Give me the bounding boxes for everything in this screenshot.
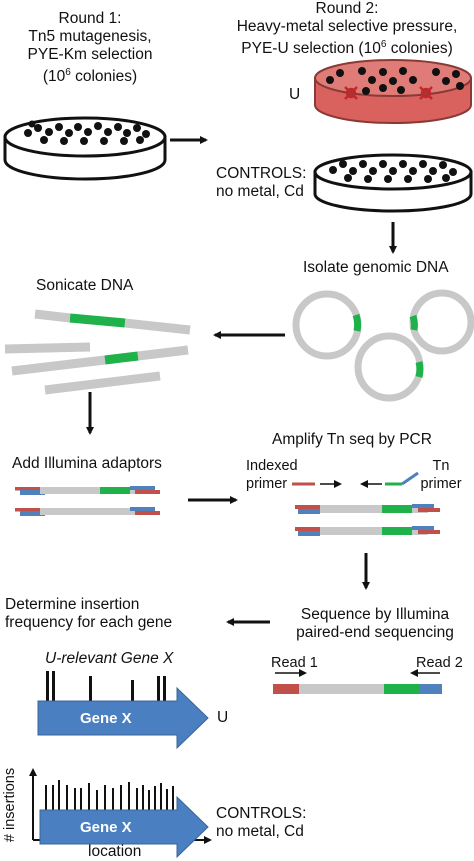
round1-colonies: (106 colonies) — [42, 67, 138, 86]
step-determine: Determine insertion frequency for each g… — [5, 596, 173, 631]
round1-heading: Round 1: Tn5 mutagenesis, PYE-Km selecti… — [10, 10, 170, 86]
round1-method: Tn5 mutagenesis, — [28, 28, 152, 45]
gene-x-arrow-u — [37, 686, 209, 750]
transposon-segments — [352, 313, 424, 378]
controls-top-label: CONTROLS: no metal, Cd — [216, 165, 307, 200]
u-insertion-ticks — [46, 671, 166, 701]
round2-selection: PYE-U selection (106 colonies) — [241, 39, 453, 58]
genomic-dna-circles — [292, 289, 474, 402]
round1-selection: PYE-Km selection — [27, 46, 153, 63]
round2-heading: Round 2: Heavy-metal selective pressure,… — [220, 0, 474, 58]
round2-u-dish — [314, 59, 472, 124]
pcr-products — [295, 504, 440, 536]
step-sonicate: Sonicate DNA — [36, 277, 134, 294]
y-axis-label: # insertions — [2, 767, 18, 843]
round1-title: Round 1: — [58, 10, 122, 27]
control-colonies — [329, 160, 457, 183]
step-amplify: Amplify Tn seq by PCR — [272, 431, 432, 448]
gene-x-arrow-controls — [39, 795, 209, 859]
step-isolate: Isolate genomic DNA — [303, 259, 449, 276]
round2-pressure: Heavy-metal selective pressure, — [236, 18, 458, 35]
x-axis-label: location — [88, 843, 142, 860]
gene-x-label-u: Gene X — [80, 710, 132, 727]
gene-x-label-controls: Gene X — [80, 819, 132, 836]
round1-colonies — [24, 120, 150, 145]
sequencing-reads — [273, 669, 442, 694]
tn-primer-label: Tn primer — [420, 458, 462, 492]
u-dish-label: U — [289, 86, 301, 103]
round2-u-colonies — [326, 67, 464, 95]
step-sequence: Sequence by Illumina paired-end sequenci… — [296, 606, 454, 641]
killed-colony-marks — [344, 86, 433, 100]
control-petri-dish — [313, 153, 473, 213]
round1-petri-dish — [3, 116, 167, 181]
gene-u-label: U — [217, 709, 229, 726]
u-relevant-gene-title: U-relevant Gene X — [45, 650, 174, 667]
adaptor-fragments — [15, 486, 160, 516]
pcr-primers — [292, 471, 419, 488]
indexed-primer-label: Indexed primer — [246, 458, 298, 492]
controls-bottom-label: CONTROLS: no metal, Cd — [216, 805, 307, 840]
control-insertion-ticks — [45, 780, 174, 810]
read1-label: Read 1 — [271, 655, 318, 671]
read2-label: Read 2 — [416, 655, 463, 671]
dna-fragments — [4, 309, 191, 395]
round2-title: Round 2: — [315, 0, 379, 17]
step-adaptors: Add Illumina adaptors — [12, 455, 162, 472]
